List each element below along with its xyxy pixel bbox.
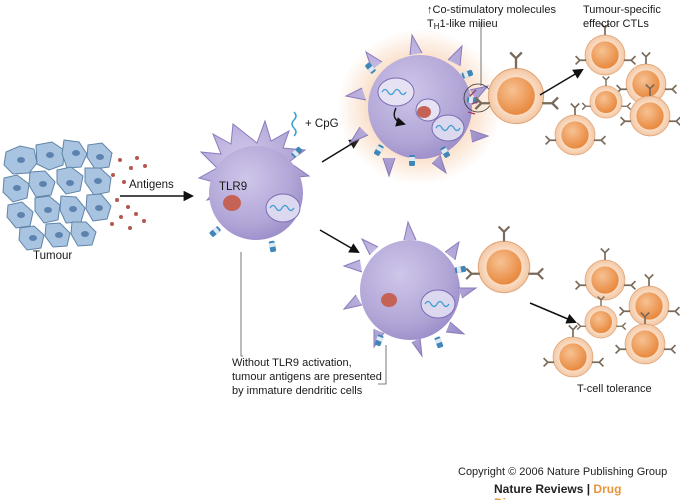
journal-credit: Nature Reviews | Drug Discovery — [494, 482, 680, 500]
arrow-to-tolerance — [529, 302, 577, 324]
antigen-dots — [110, 156, 147, 230]
cpg-label: + CpG — [305, 118, 339, 130]
costimulatory-label: ↑Co-stimulatory molecules — [427, 4, 556, 16]
without-tlr9-line2: tumour antigens are presented — [232, 371, 382, 383]
arrow-down-right — [319, 229, 360, 254]
tlr9-label: TLR9 — [219, 181, 248, 193]
tumour-label: Tumour — [33, 250, 73, 262]
immature-dendritic-cell — [342, 220, 478, 358]
up-arrow-icon: ↑ — [427, 4, 433, 16]
tumour-cluster — [2, 139, 113, 251]
journal-separator: | — [586, 482, 591, 496]
effector-ctl-cluster — [544, 22, 680, 156]
tolerant-t-cell-cluster — [542, 247, 680, 378]
journal-name: Nature Reviews — [494, 482, 584, 496]
without-tlr9-line3: by immature dendritic cells — [232, 385, 363, 397]
journal-section: Drug Discovery — [494, 482, 622, 500]
th1-milieu-label: TH1-like milieu — [427, 18, 498, 31]
lower-t-cell — [465, 225, 545, 294]
copyright-notice: Copyright © 2006 Nature Publishing Group — [458, 466, 668, 478]
effector-ctl-label-line1: Tumour-specific — [583, 4, 661, 16]
effector-ctl-label-line2: effector CTLs — [583, 18, 649, 30]
arrow-to-effectors — [539, 68, 584, 96]
t-cell-tolerance-label: T-cell tolerance — [577, 383, 652, 395]
antigens-label: Antigens — [129, 179, 174, 191]
without-tlr9-line1: Without TLR9 activation, — [232, 357, 352, 369]
central-dendritic-cell — [197, 119, 311, 253]
activated-dendritic-cell — [338, 29, 502, 185]
cpg-squiggle — [291, 111, 297, 137]
